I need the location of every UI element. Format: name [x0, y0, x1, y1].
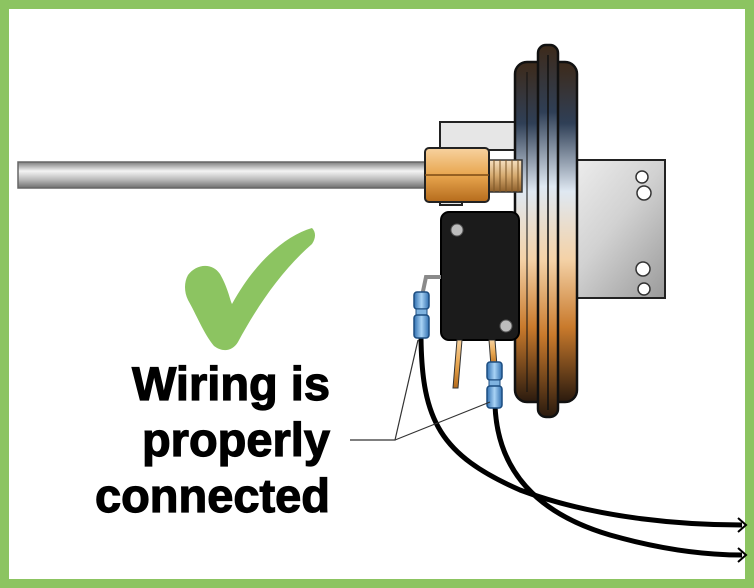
wire-connector-left: [413, 291, 430, 339]
plate-hole: [636, 185, 652, 201]
caption-line-3: connected: [94, 468, 330, 522]
switch-screw: [499, 319, 513, 333]
wiring-status-caption: Wiring is properly connected: [20, 356, 330, 524]
switch-screw: [450, 223, 464, 237]
micro-switch: [440, 211, 520, 341]
caption-line-2: properly: [141, 412, 330, 466]
wires: [418, 337, 748, 563]
actuator-rod: [17, 161, 429, 189]
caption-line-1: Wiring is: [131, 356, 330, 410]
plate-hole: [637, 282, 651, 296]
wire-connector-right: [486, 361, 503, 409]
threaded-stud: [487, 159, 523, 193]
brass-nut: [424, 147, 490, 203]
pulley-disc: [513, 43, 579, 419]
plate-hole: [635, 261, 651, 277]
plate-hole: [635, 170, 649, 184]
leader-lines: [350, 339, 491, 441]
checkmark-icon: [185, 228, 315, 351]
